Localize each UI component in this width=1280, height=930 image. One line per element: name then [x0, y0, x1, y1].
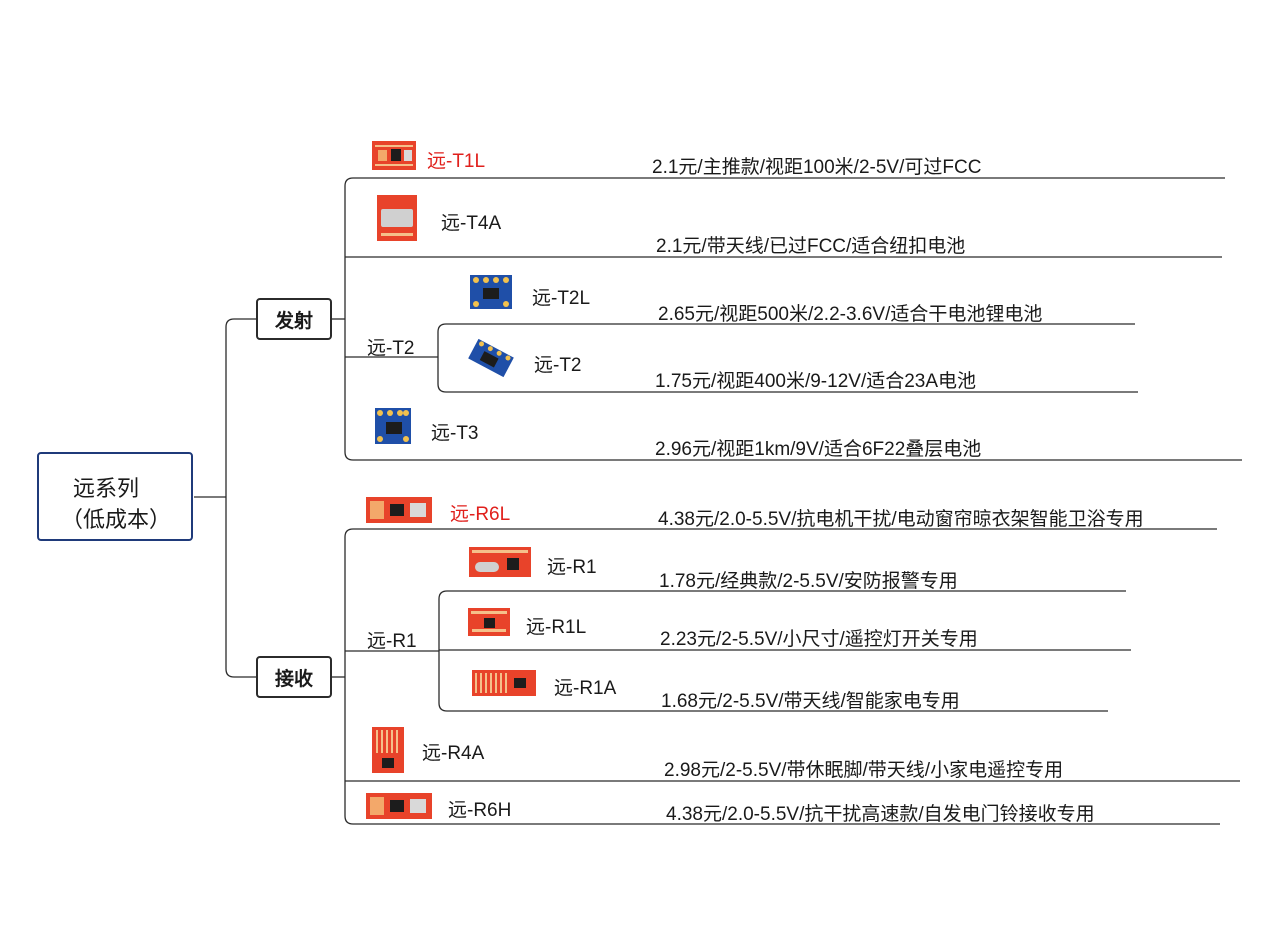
module-desc-t2: 1.75元/视距400米/9-12V/适合23A电池	[655, 371, 977, 392]
module-desc-t3: 2.96元/视距1km/9V/适合6F22叠层电池	[655, 439, 982, 460]
module-desc-r4a: 2.98元/2-5.5V/带休眠脚/带天线/小家电遥控专用	[664, 760, 1064, 781]
root-title: 远系列	[73, 476, 140, 501]
module-thumb-r1l	[468, 608, 510, 636]
group-label-r1: 远-R1	[367, 631, 417, 652]
module-name-r1a: 远-R1A	[554, 678, 617, 699]
module-desc-t4a: 2.1元/带天线/已过FCC/适合纽扣电池	[656, 236, 966, 257]
module-desc-r1l: 2.23元/2-5.5V/小尺寸/遥控灯开关专用	[660, 629, 978, 650]
module-name-t1l: 远-T1L	[427, 151, 486, 172]
module-name-r1l: 远-R1L	[526, 617, 587, 638]
module-thumb-t2l	[470, 275, 512, 309]
module-desc-r6h: 4.38元/2.0-5.5V/抗干扰高速款/自发电门铃接收专用	[666, 804, 1095, 825]
category-receive: 接收	[256, 656, 332, 698]
module-name-r6h: 远-R6H	[448, 800, 512, 821]
module-desc-t2l: 2.65元/视距500米/2.2-3.6V/适合干电池锂电池	[658, 304, 1043, 325]
module-name-t2: 远-T2	[534, 355, 582, 376]
module-thumb-t3	[375, 408, 411, 444]
module-desc-r1a: 1.68元/2-5.5V/带天线/智能家电专用	[661, 691, 960, 712]
group-label-t2: 远-T2	[367, 338, 415, 359]
module-thumb-r4a	[372, 727, 404, 773]
module-name-t3: 远-T3	[431, 423, 479, 444]
module-name-t4a: 远-T4A	[441, 213, 502, 234]
module-thumb-r1a	[472, 670, 536, 696]
module-thumb-r6h	[366, 793, 432, 819]
root-subtitle: （低成本）	[61, 507, 172, 532]
module-thumb-t2	[468, 338, 514, 378]
module-thumb-r1	[469, 547, 531, 577]
category-transmit: 发射	[256, 298, 332, 340]
module-desc-r1: 1.78元/经典款/2-5.5V/安防报警专用	[659, 571, 958, 592]
module-desc-t1l: 2.1元/主推款/视距100米/2-5V/可过FCC	[652, 157, 982, 178]
module-name-r4a: 远-R4A	[422, 743, 485, 764]
module-thumb-t1l	[372, 141, 416, 170]
root-node: 远系列 （低成本）	[37, 452, 193, 541]
module-thumb-r6l	[366, 497, 432, 523]
module-thumb-t4a	[377, 195, 417, 241]
module-name-t2l: 远-T2L	[532, 288, 591, 309]
module-desc-r6l: 4.38元/2.0-5.5V/抗电机干扰/电动窗帘晾衣架智能卫浴专用	[658, 509, 1144, 530]
module-name-r1: 远-R1	[547, 557, 597, 578]
module-name-r6l: 远-R6L	[450, 504, 511, 525]
